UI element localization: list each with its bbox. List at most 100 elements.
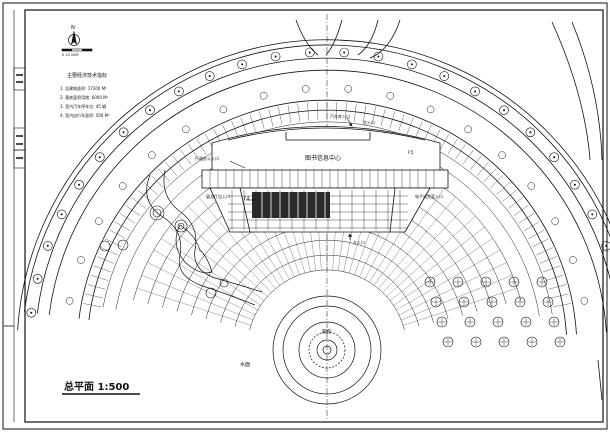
tree-icon [436,316,448,328]
parking-entrance-label: 汽车库入口 [330,113,350,119]
tree-icon [508,276,520,288]
scale-bar [61,48,93,52]
paving-stroke [259,111,265,129]
paving-stroke [317,102,319,121]
tree-icon [386,92,395,100]
indicator-table: 1. 总建筑面积: 17300 M² 2. 基底面积用地: 6000 M² 3. 室… [60,85,110,118]
site-arc [48,69,607,333]
main-entrance-label: 主入口 [353,239,365,245]
paving-stroke [528,229,545,239]
floor-tag-f4: F4 [244,196,250,202]
tree-icon [26,307,37,318]
paving-stroke [278,106,283,125]
tree-icon [32,273,43,284]
paving-stroke [552,303,571,308]
tree-icon [452,276,464,288]
tree-icon [551,217,559,225]
tree-icon [77,256,85,264]
paving-stroke [268,108,274,127]
tree-icon [426,105,435,114]
paving-stroke [550,293,569,299]
tree-icon [514,296,526,308]
secondary-entrance-label: 次入口 [363,119,375,125]
paving-stroke [93,265,111,273]
indicator-table-heading: 主要经济技术指标 [67,72,107,79]
tree-icon [542,296,554,308]
site-arc [24,44,610,312]
tree-icon [301,85,310,93]
tree-icon [464,125,472,134]
paving-stroke [389,111,395,129]
tree-grid [424,276,566,348]
tree-icon [182,125,190,134]
paving-stroke [371,106,376,125]
tree-icon [464,316,476,328]
paving-stroke [476,161,489,176]
paving-stroke [109,229,126,239]
tree-icon [204,71,215,81]
site-arc [102,121,553,315]
tree-icon [339,47,350,58]
paving-stroke [125,205,141,216]
tree-icon [601,241,610,251]
paving-stroke [523,221,540,232]
paving-stroke [114,221,131,232]
paving-stroke [172,155,185,171]
exhibit-entrance-label: 展览厅出入口 [206,193,230,199]
tree-icon [259,92,268,100]
tree-icon [95,217,103,225]
paving-stroke [137,189,152,202]
site-arc [234,254,420,327]
tree-icon [42,241,53,251]
water-label: 水面 [240,361,250,368]
tree-icon [373,51,384,62]
tree-icon [74,179,84,190]
paving-stroke [85,293,104,299]
paving-stroke [406,117,414,135]
tree-icon [570,179,580,190]
tree-icon [344,85,353,93]
paving-stroke [439,133,449,150]
paving-stroke [455,144,466,160]
tree-icon [442,336,454,348]
tree-icon [118,127,129,138]
tree-icon [145,105,155,115]
floor-tag-f5: F5 [408,150,414,156]
site-arcs [17,39,610,335]
paving-stroke [240,117,248,135]
paving-stroke [513,205,529,216]
paving-stroke [543,265,561,273]
inner-frame [24,9,604,423]
tree-icon [580,297,589,305]
tree-icon [56,209,67,220]
indicator-row: 3. 室内汽车停车位: 45 辆 [60,103,106,109]
indicator-row: 2. 基底面积用地: 6000 M² [60,94,109,100]
north-arrow-icon [68,30,80,46]
plaza-label: 圆圆 [322,329,331,335]
paving-stroke [119,213,136,224]
drawing-title: 总平面 1:500 [64,380,129,393]
paving-stroke [363,105,367,123]
reading-entrance-label: 电子阅览室入口 [415,193,443,199]
indicator-row: 1. 总建筑面积: 17300 M² [60,85,107,91]
paving-stroke [97,256,114,264]
site-arc [78,99,577,335]
tree-icon [554,336,566,348]
paving-stroke [546,274,564,281]
paving-stroke [508,197,523,209]
tree-icon [549,152,560,162]
paving-stroke [297,103,300,122]
scale-bar-label: 0 10 20M [62,53,78,57]
office-entrance-label: 行政办公入口 [195,155,219,161]
tree-icon [492,316,504,328]
paving-stroke [150,175,164,189]
tree-icon [118,182,127,190]
tree-icon [480,276,492,288]
tree-icon [525,127,536,138]
site-arc [17,39,610,331]
tree-icon [407,59,417,70]
tree-icon [458,296,470,308]
paving-stroke [496,182,511,195]
tree-symbols [26,47,610,318]
